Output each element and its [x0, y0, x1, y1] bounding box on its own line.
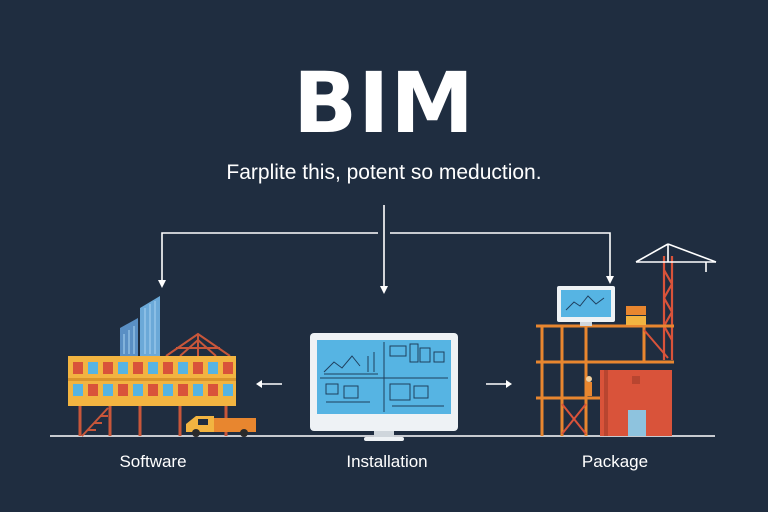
building-window — [163, 362, 173, 374]
building-window — [193, 362, 203, 374]
truck-icon — [186, 416, 256, 437]
node-label-software: Software — [119, 452, 187, 471]
right-arrow-head — [606, 276, 614, 284]
building-window — [133, 362, 143, 374]
building-window — [223, 362, 233, 374]
building-window — [148, 362, 158, 374]
building-window — [133, 384, 143, 396]
building-window — [163, 384, 173, 396]
building-window — [88, 362, 98, 374]
node-label-package: Package — [581, 452, 649, 471]
building-window — [223, 384, 233, 396]
node-label-installation: Installation — [346, 452, 428, 471]
monitor-illustration — [310, 333, 458, 441]
building-window — [178, 384, 188, 396]
building-window — [103, 362, 113, 374]
building-window — [193, 384, 203, 396]
right-branch-line — [390, 232, 611, 280]
right-flow-head — [506, 380, 512, 388]
building-window — [118, 384, 128, 396]
left-flow-head — [256, 380, 262, 388]
page-subtitle: Farplite this, potent so meduction. — [226, 161, 542, 184]
building-window — [208, 384, 218, 396]
software-building-illustration — [68, 296, 256, 437]
arrow-heads — [158, 276, 614, 388]
center-arrow-head — [380, 286, 388, 294]
building-window — [208, 362, 218, 374]
building-window — [73, 362, 83, 374]
building-window — [73, 384, 83, 396]
left-arrow-head — [158, 280, 166, 288]
building-window — [88, 384, 98, 396]
building-window — [103, 384, 113, 396]
left-branch-line — [161, 232, 378, 283]
building-window — [148, 384, 158, 396]
building-window — [178, 362, 188, 374]
page-title: BIM — [293, 54, 475, 152]
building-window — [118, 362, 128, 374]
package-construction-illustration — [536, 243, 717, 436]
flow-connectors — [161, 205, 611, 385]
